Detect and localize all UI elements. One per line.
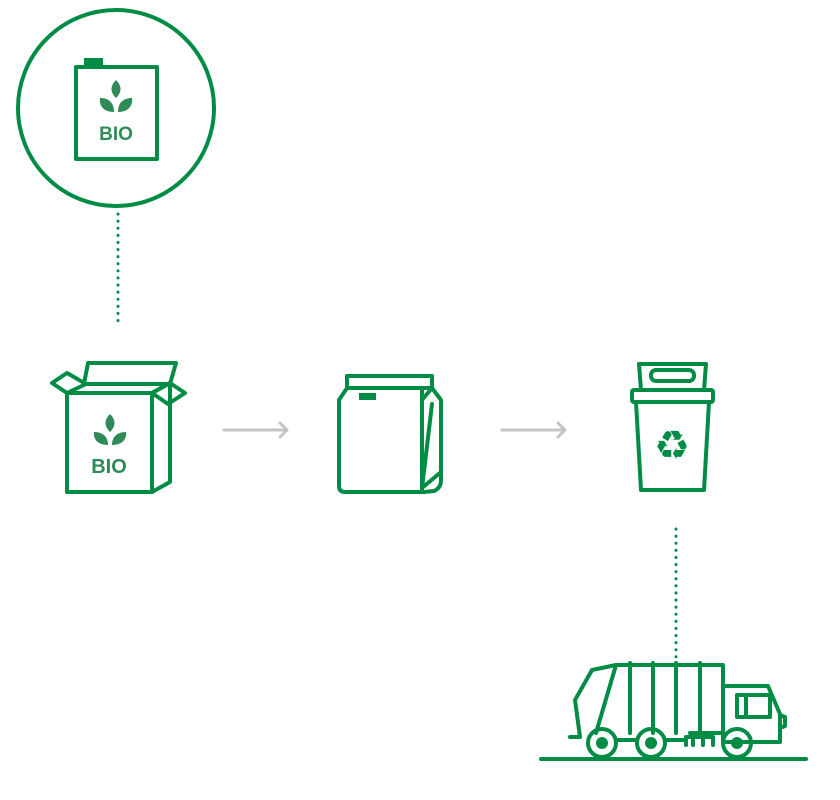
wheel xyxy=(586,727,618,759)
garbage-truck-icon xyxy=(539,661,808,761)
bio-label: BIO xyxy=(91,456,127,478)
bio-label: BIO xyxy=(99,124,133,145)
pouch-bag-icon xyxy=(337,374,443,494)
wheel xyxy=(635,727,667,759)
recycle-icon: ♻ xyxy=(654,423,690,469)
arrow-right-icon xyxy=(222,421,289,439)
leaf-icon xyxy=(93,414,127,445)
arrow-right-icon xyxy=(500,421,567,439)
leaf-icon xyxy=(99,80,133,112)
bio-box-icon: BIO xyxy=(50,361,187,494)
recycling-bin-icon: ♻ xyxy=(630,362,715,492)
wheel xyxy=(721,727,753,759)
bio-canister-icon: BIO xyxy=(16,8,216,208)
